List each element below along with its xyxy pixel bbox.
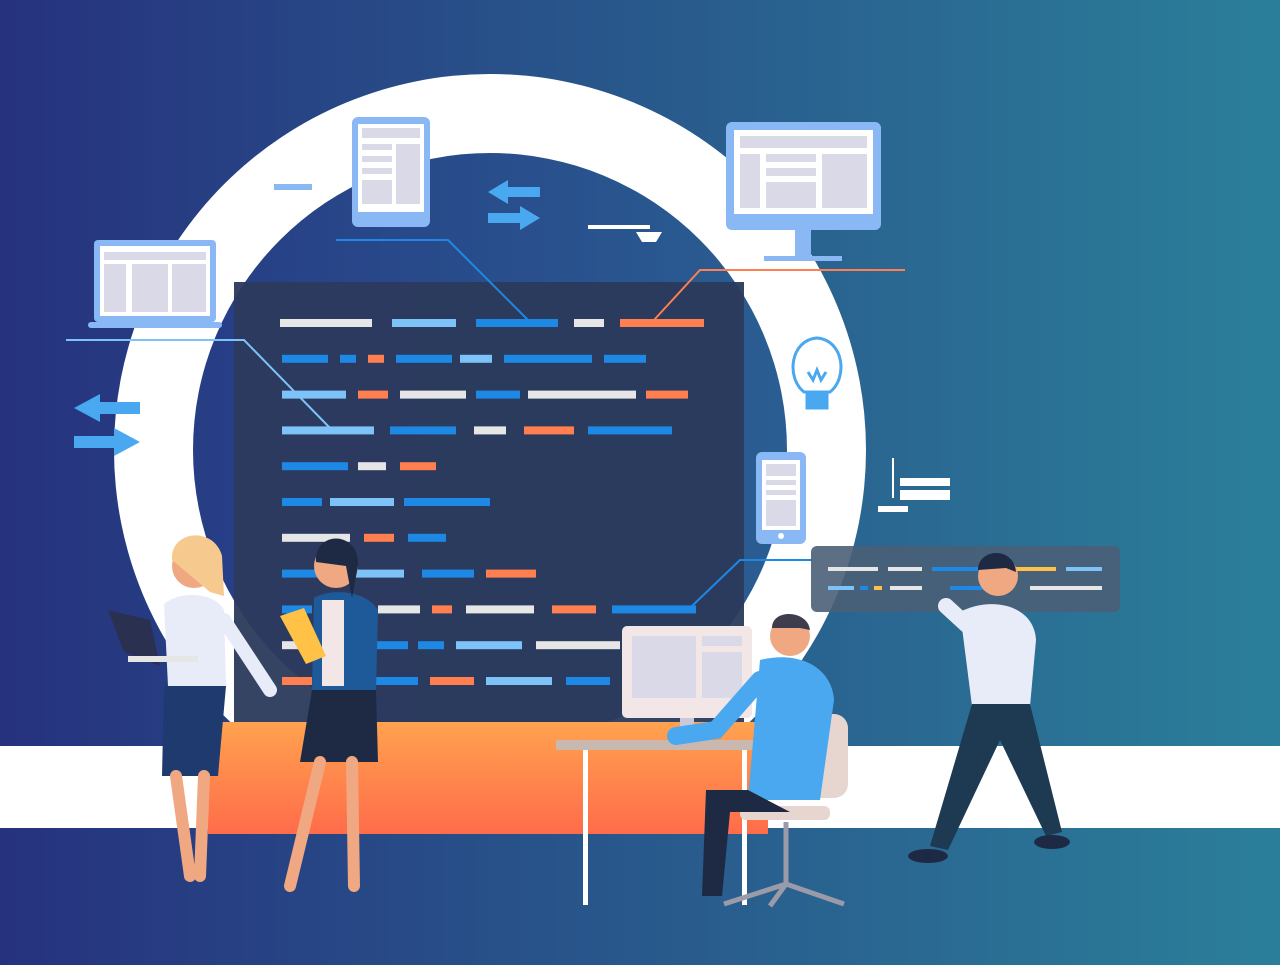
code-line-segment [524,426,574,435]
code-line-segment [612,605,696,614]
code-line-segment [358,462,386,471]
woman-with-laptop-figure [108,535,277,882]
code-line-segment [528,390,636,399]
phone-icon [756,452,806,544]
code-line-segment [354,569,404,578]
code-line-segment [536,641,620,650]
code-line-segment [330,498,394,506]
code-line-segment [476,319,558,327]
code-line-segment [588,426,672,435]
code-line-segment [282,533,350,542]
code-line-segment [368,354,384,363]
code-line-segment [408,533,446,542]
connector-lines [66,239,905,607]
code-line-segment [422,569,474,578]
code-line-segment [340,354,356,363]
code-line-segment [400,390,466,399]
code-line-segment [552,605,596,614]
code-line-segment [404,498,490,506]
code-line-segment [282,462,348,471]
laptop-icon [88,240,222,328]
code-line-segment [418,641,444,650]
code-line-segment [400,462,436,471]
code-line-segment [474,426,506,435]
decor-marks [588,225,950,512]
desktop-monitor-icon [726,122,881,261]
woman-with-folder-figure [280,538,378,892]
code-line-segment [504,354,592,363]
code-line-segment [282,426,374,435]
code-line-segment [282,390,346,399]
code-line-segment [646,390,688,399]
code-line-segment [466,605,534,614]
code-line-segment [486,569,536,578]
code-line-segment [280,319,372,327]
code-line-segment [566,677,610,685]
lightbulb-icon [791,336,843,410]
code-line-segment [432,605,452,614]
code-line-segment [282,677,312,685]
code-line-segment [370,677,418,685]
code-line-segment [456,641,522,650]
arrows-icon-left [74,394,140,456]
decor-bar [274,184,312,190]
code-line-segment [476,390,520,399]
tablet-icon [352,117,430,227]
seated-man-figure [667,613,848,908]
code-line-segment [574,319,604,327]
code-line-segment [430,677,474,685]
code-line-segment [392,319,456,327]
walking-man-figure [908,553,1070,863]
floating-code-card [811,546,1120,612]
code-line-segment [390,426,456,435]
code-line-segment [282,354,328,363]
code-line-segment [486,677,552,685]
code-line-segment [460,354,492,363]
code-line-segment [604,354,646,363]
code-line-segment [396,354,452,363]
code-line-segment [282,498,322,506]
code-line-segment [378,605,420,614]
code-line-segment [282,605,312,614]
arrows-icon-top [488,180,540,230]
code-lines [280,319,704,685]
code-line-segment [364,533,394,542]
desk-with-computer [556,626,766,905]
code-line-segment [358,390,388,399]
code-line-segment [620,319,704,327]
code-line-segment [282,569,322,578]
code-line-segment [376,641,408,650]
